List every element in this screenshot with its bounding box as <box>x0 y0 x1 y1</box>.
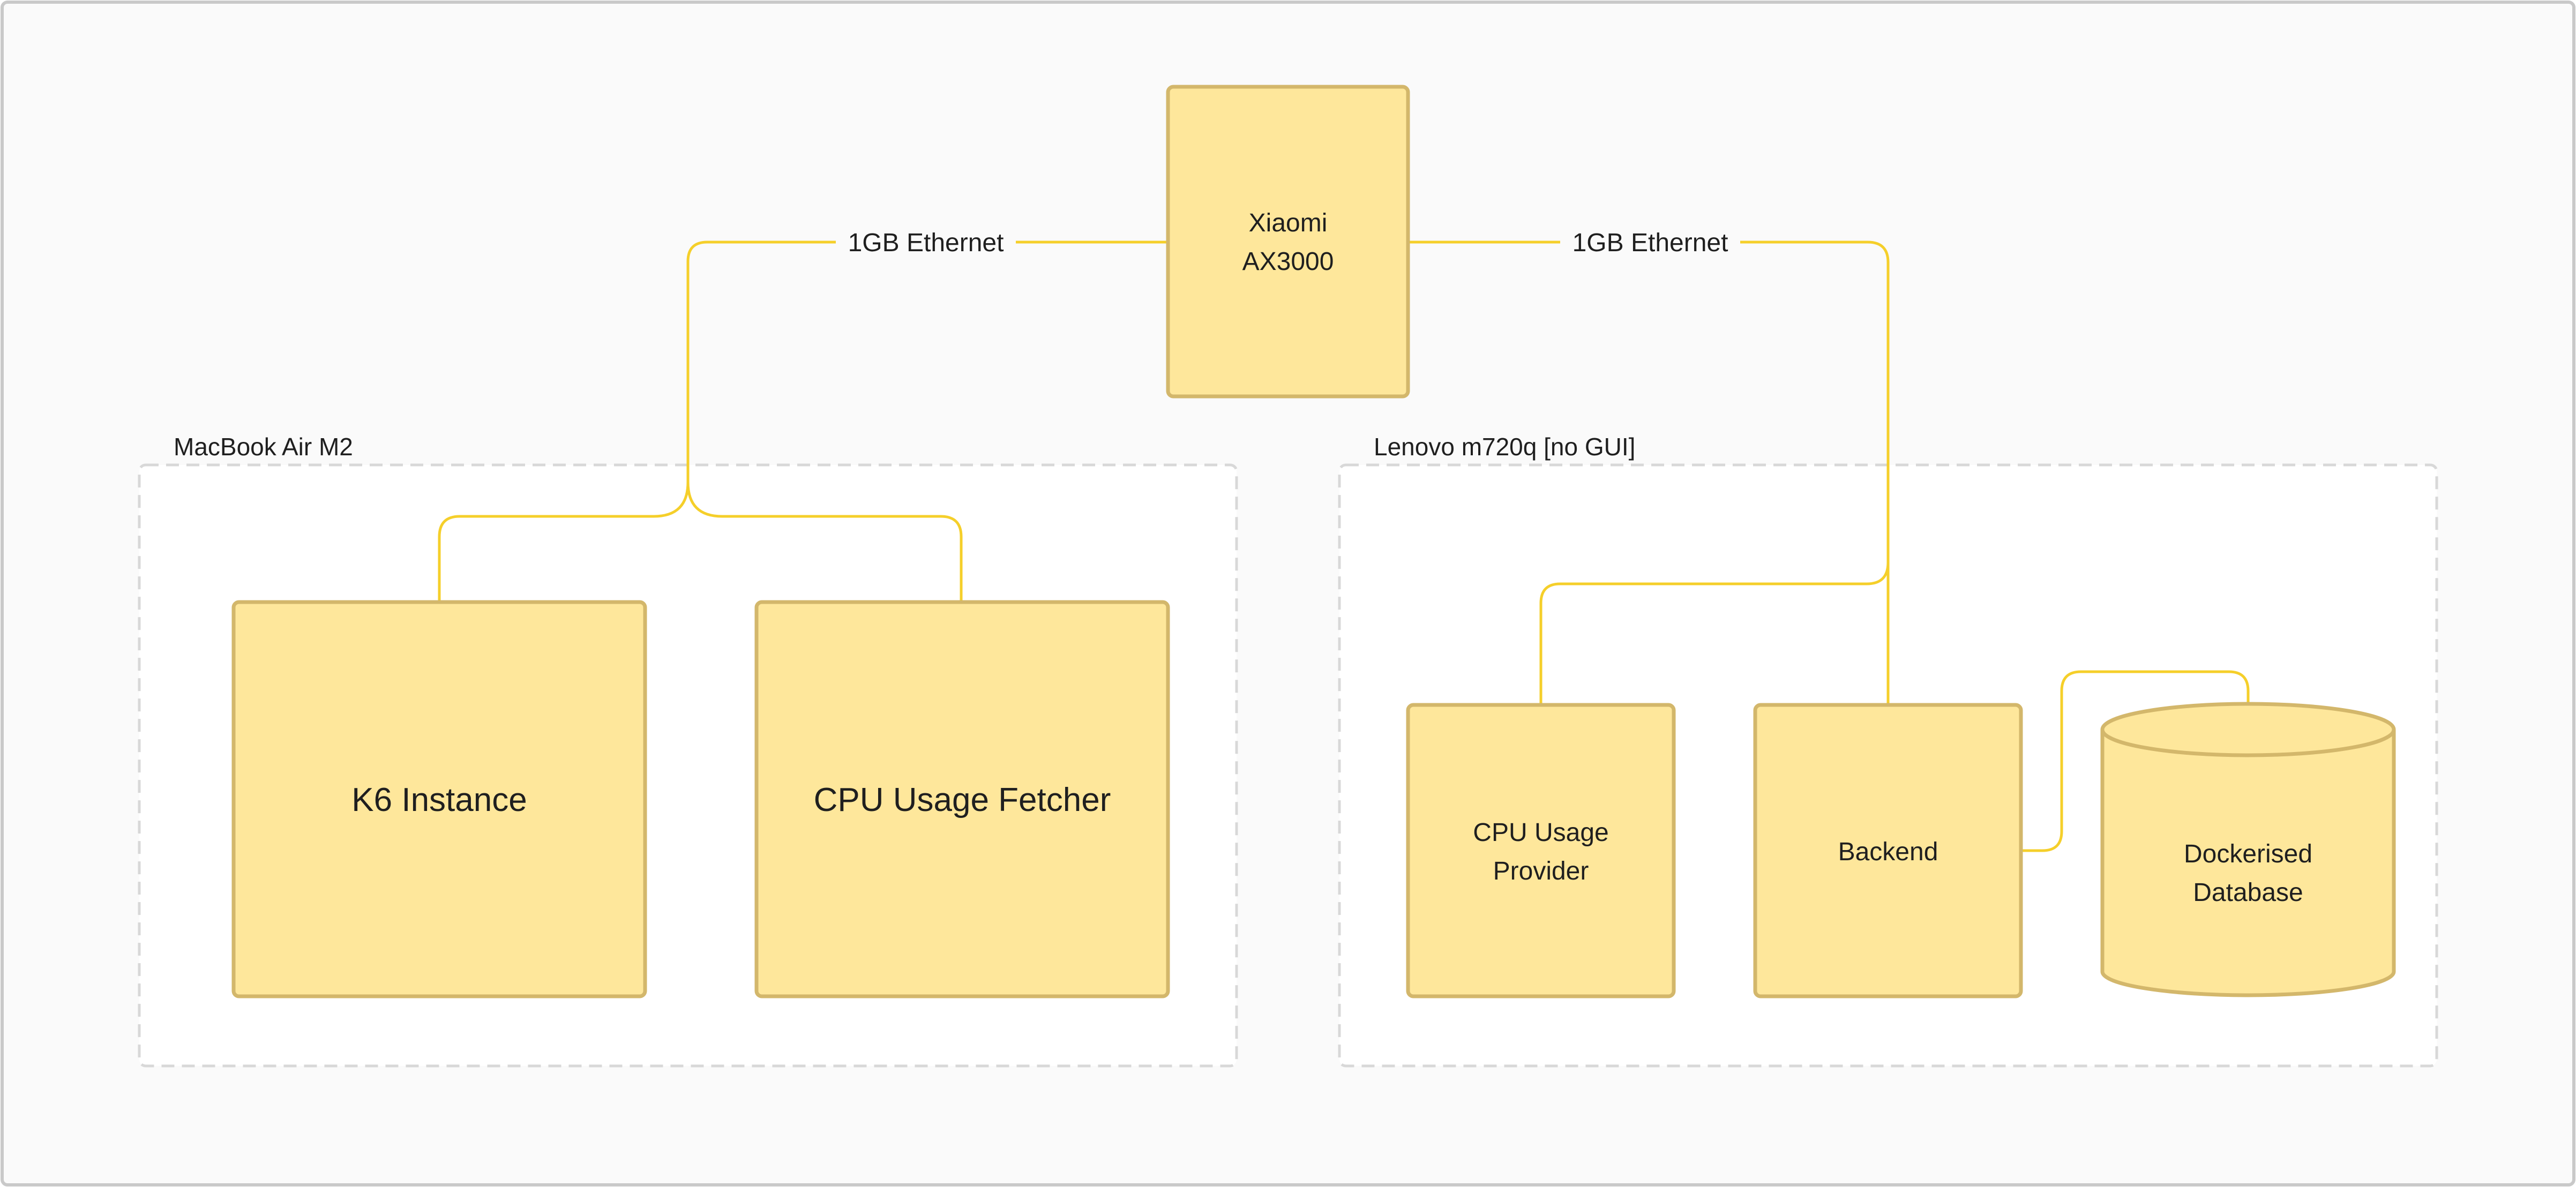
database-cylinder-top <box>2100 702 2396 757</box>
cpu-usage-provider-line2: Provider <box>1493 857 1589 885</box>
database-label-line1: Dockerised <box>2184 840 2312 868</box>
group-lenovo-title: Lenovo m720q [no GUI] <box>1374 433 1635 461</box>
backend-label: Backend <box>1838 838 1938 866</box>
router-node[interactable]: Xiaomi AX3000 <box>1166 85 1410 399</box>
link-label-right-text: 1GB Ethernet <box>1572 229 1728 257</box>
database-label-line2: Database <box>2193 878 2303 907</box>
connections <box>438 241 2250 852</box>
link-label-left: 1GB Ethernet <box>836 223 1016 261</box>
database-cylinder-body <box>2100 730 2396 997</box>
wire-router-right[interactable] <box>1406 241 1890 707</box>
cpu-usage-fetcher-node[interactable]: CPU Usage Fetcher <box>754 600 1170 998</box>
cpu-usage-provider-node[interactable]: CPU Usage Provider <box>1406 703 1676 998</box>
k6-instance-node[interactable]: K6 Instance <box>231 600 647 998</box>
router-model: AX3000 <box>1242 247 1334 276</box>
dockerised-database-node[interactable]: Dockerised Database <box>2100 702 2396 997</box>
wire-cpu-fetcher[interactable] <box>686 480 963 604</box>
router-name: Xiaomi <box>1249 209 1328 237</box>
k6-instance-label: K6 Instance <box>351 782 527 818</box>
backend-node[interactable]: Backend <box>1753 703 2023 998</box>
link-label-right: 1GB Ethernet <box>1560 223 1740 261</box>
cpu-usage-provider-line1: CPU Usage <box>1473 818 1608 847</box>
wire-cpu-provider[interactable] <box>1539 561 1890 707</box>
link-label-left-text: 1GB Ethernet <box>848 229 1004 257</box>
cpu-usage-fetcher-label: CPU Usage Fetcher <box>814 782 1111 818</box>
group-macbook-title: MacBook Air M2 <box>174 433 353 461</box>
wire-k6[interactable] <box>438 480 690 604</box>
wire-router-left[interactable] <box>686 241 1170 484</box>
wire-backend-database[interactable] <box>2021 670 2250 852</box>
